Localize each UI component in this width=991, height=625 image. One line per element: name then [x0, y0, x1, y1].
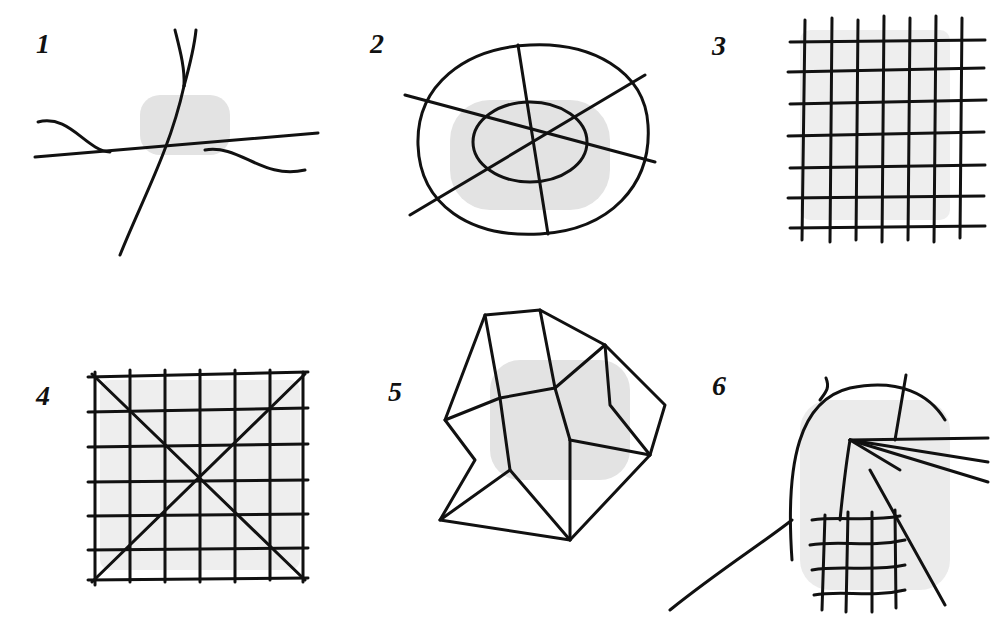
grid-sketch [788, 16, 986, 242]
mixed-sketch [670, 375, 988, 612]
polygon-sketch [440, 310, 665, 540]
figure-number: 2 [370, 30, 384, 58]
grid-diagonal-sketch [88, 370, 308, 585]
figure-number: 3 [712, 32, 726, 60]
figure-number: 5 [388, 378, 402, 406]
figure-number: 6 [712, 372, 726, 400]
figure-number: 4 [36, 382, 50, 410]
radial-ring-sketch [405, 45, 655, 235]
crossroads-sketch [35, 30, 318, 255]
figure-number: 1 [36, 30, 50, 58]
